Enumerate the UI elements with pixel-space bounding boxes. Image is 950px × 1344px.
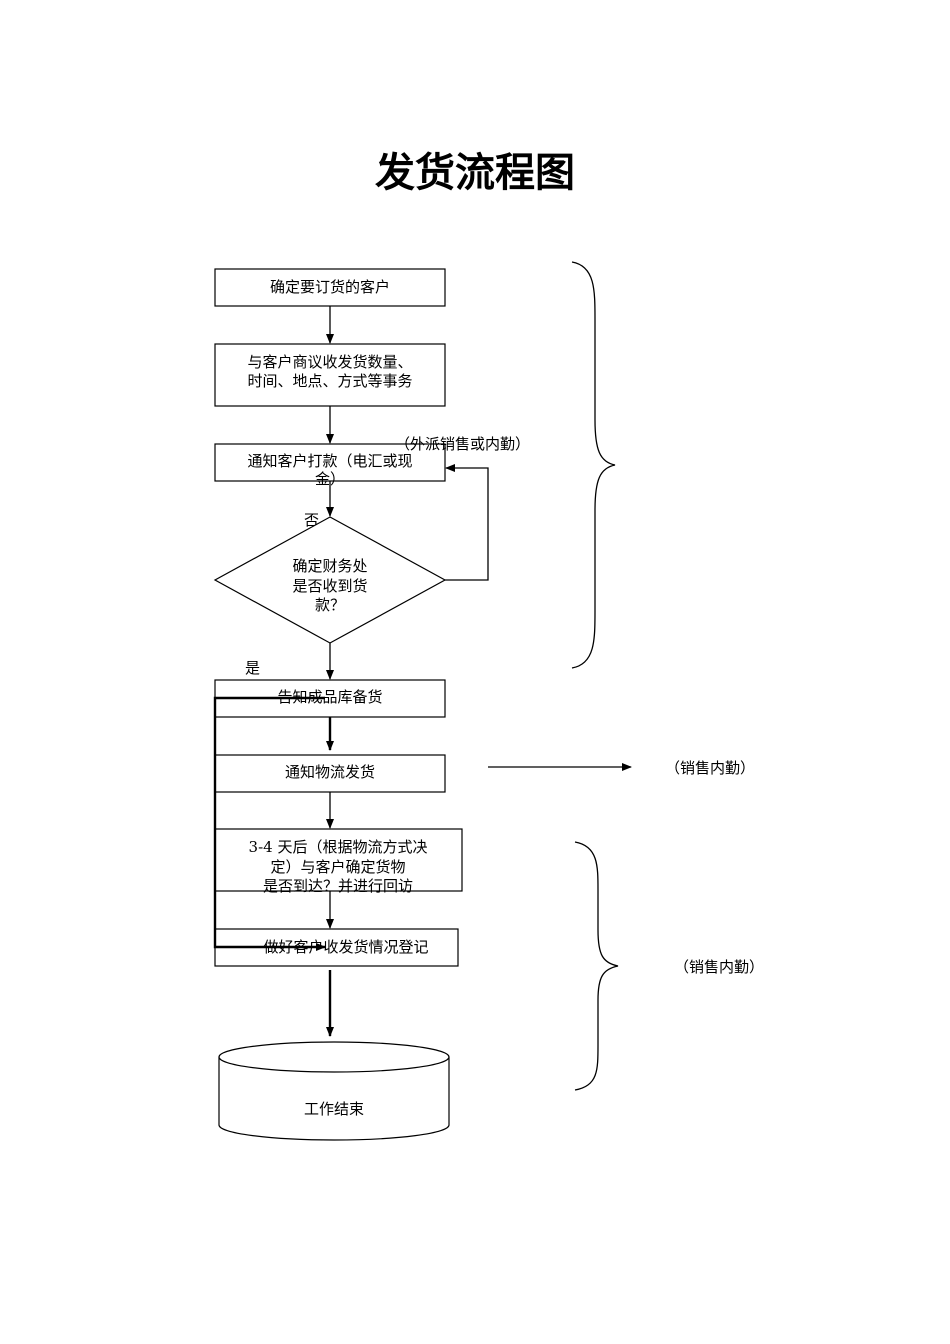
group2-label: （销售内勤）: [665, 759, 755, 777]
node-negotiate-line2: 时间、地点、方式等事务: [247, 372, 412, 390]
node-end-top: [218, 1041, 450, 1073]
node-notify-payment-line1: 通知客户打款（电汇或现: [247, 452, 412, 470]
node-decision-line1: 确定财务处: [292, 557, 367, 575]
node-end: [218, 1057, 450, 1141]
node-follow-up-line3: 是否到达？并进行回访: [263, 877, 413, 895]
node-negotiate-line1: 与客户商议收发货数量、: [247, 353, 412, 371]
side-loop-arrow: [213, 696, 326, 951]
group3-label: （销售内勤）: [674, 958, 764, 976]
node-follow-up: [214, 828, 463, 892]
brace-group1: [571, 261, 616, 669]
node-follow-up-line2: 定）与客户确定货物: [270, 858, 405, 876]
node-negotiate: [214, 343, 446, 407]
node-notify-warehouse-text: 告知成品库备货: [277, 688, 382, 706]
node-notify-logistics-text: 通知物流发货: [285, 763, 375, 781]
page-title: 发货流程图: [375, 149, 575, 196]
label-yes: 是: [245, 659, 260, 677]
node-confirm-customer-text: 确定要订货的客户: [270, 278, 390, 296]
node-notify-payment: [214, 443, 446, 482]
group1-label: （外派销售或内勤）: [395, 435, 530, 453]
node-notify-payment-line2: 金）: [315, 470, 345, 488]
node-notify-logistics: [214, 754, 446, 793]
loop-arrow-no: [445, 464, 489, 581]
node-confirm-customer: [214, 268, 446, 307]
brace-group3: [574, 841, 619, 1091]
node-decision-line2: 是否收到货: [292, 577, 367, 595]
node-follow-up-line1: 3-4 天后（根据物流方式决: [249, 838, 428, 856]
node-end-text: 工作结束: [304, 1100, 364, 1118]
node-register-text: 做好客户收发货情况登记: [263, 938, 428, 956]
node-decision-line3: 款？: [315, 596, 345, 614]
